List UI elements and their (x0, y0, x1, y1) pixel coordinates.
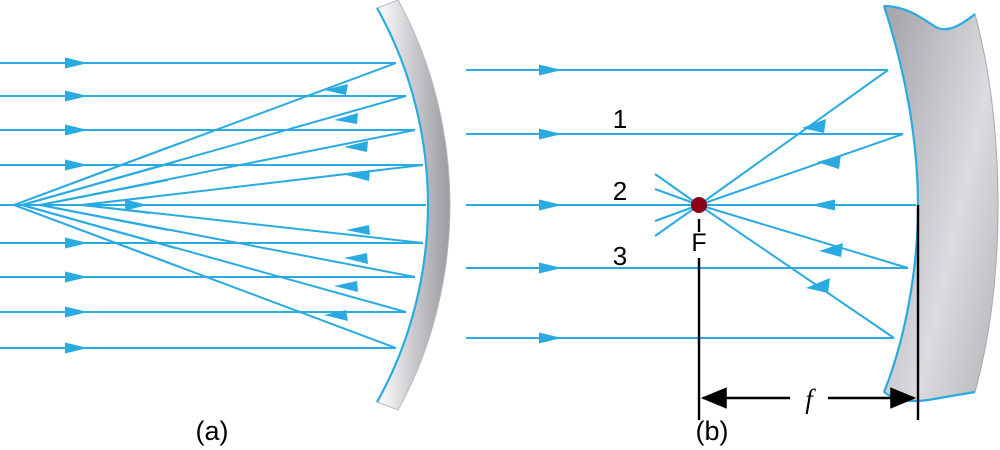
ray-arrowhead-icon (65, 124, 88, 136)
ray-arrowhead-icon (819, 243, 843, 257)
ray-arrowhead-icon (806, 278, 830, 293)
caustic-ray (21, 204, 176, 249)
ray-arrowhead-icon (346, 170, 370, 181)
ray-arrowhead-icon (65, 57, 88, 69)
incoming-ray-arrowheads-b (539, 64, 562, 344)
focal-length-label: f (805, 384, 816, 414)
caustic-ray (39, 179, 169, 206)
ray-arrowhead-icon (539, 128, 562, 140)
reflected-rays-b (698, 69, 916, 339)
mirror-a-reflecting-surface (376, 7, 430, 403)
panel-b-caption: (b) (696, 416, 729, 446)
caustic-continuations-a (13, 142, 181, 268)
caustic-ray (81, 204, 151, 214)
ray-label-1: 1 (613, 104, 627, 134)
reflected-ray (698, 69, 889, 206)
ray-arrowhead-icon (65, 342, 88, 354)
post-focus-stub (654, 204, 700, 237)
ray-arrowhead-icon (802, 119, 826, 133)
focal-point-marker (691, 197, 707, 213)
panel-a-caption: (a) (196, 416, 229, 446)
ray-arrowhead-icon (344, 141, 368, 152)
caustic-ray (21, 161, 176, 206)
caustic-ray (39, 204, 169, 231)
ray-label-3: 3 (613, 241, 627, 271)
reflected-ray-arrowheads-b (802, 119, 843, 293)
ray-arrowhead-icon (125, 199, 148, 211)
ray-arrowhead-icon (346, 225, 370, 235)
ray-arrowhead-icon (65, 237, 88, 249)
incoming-ray-arrowheads-a (65, 57, 148, 354)
ray-arrowhead-icon (817, 155, 841, 169)
reflected-ray (698, 204, 909, 269)
ray-arrowhead-icon (65, 271, 88, 283)
panel-a: (a) (0, 0, 451, 446)
mirror-a (376, 0, 451, 411)
post-focus-stub (654, 173, 700, 206)
mirror-b-top-edge (883, 4, 976, 31)
ray-arrowhead-icon (539, 64, 562, 76)
panel-b: 1 2 3 F f (b) (466, 4, 999, 446)
ray-arrowhead-icon (344, 253, 368, 264)
ray-arrowhead-icon (811, 199, 835, 211)
mirror-b-reflecting-surface (882, 5, 920, 393)
reflected-ray (698, 204, 895, 339)
ray-arrowhead-icon (334, 113, 358, 124)
reflected-ray (698, 133, 904, 206)
caustic-ray (81, 196, 151, 206)
ray-arrowhead-icon (324, 84, 348, 95)
ray-arrowhead-icon (65, 306, 88, 318)
ray-arrowhead-icon (65, 90, 88, 102)
ray-arrowhead-icon (539, 332, 562, 344)
ray-arrowhead-icon (539, 262, 562, 274)
incoming-rays-a (0, 62, 426, 349)
caustic-ray (13, 204, 181, 268)
reflected-ray-arrowheads-a (324, 84, 370, 321)
ray-arrowhead-icon (539, 199, 562, 211)
ray-label-2: 2 (613, 176, 627, 206)
caustic-ray (13, 142, 181, 206)
mirror-b (882, 4, 999, 403)
ray-arrowhead-icon (334, 281, 358, 292)
ray-arrowhead-icon (65, 159, 88, 171)
ray-arrowhead-icon (324, 310, 348, 321)
focal-point-label: F (691, 229, 706, 257)
